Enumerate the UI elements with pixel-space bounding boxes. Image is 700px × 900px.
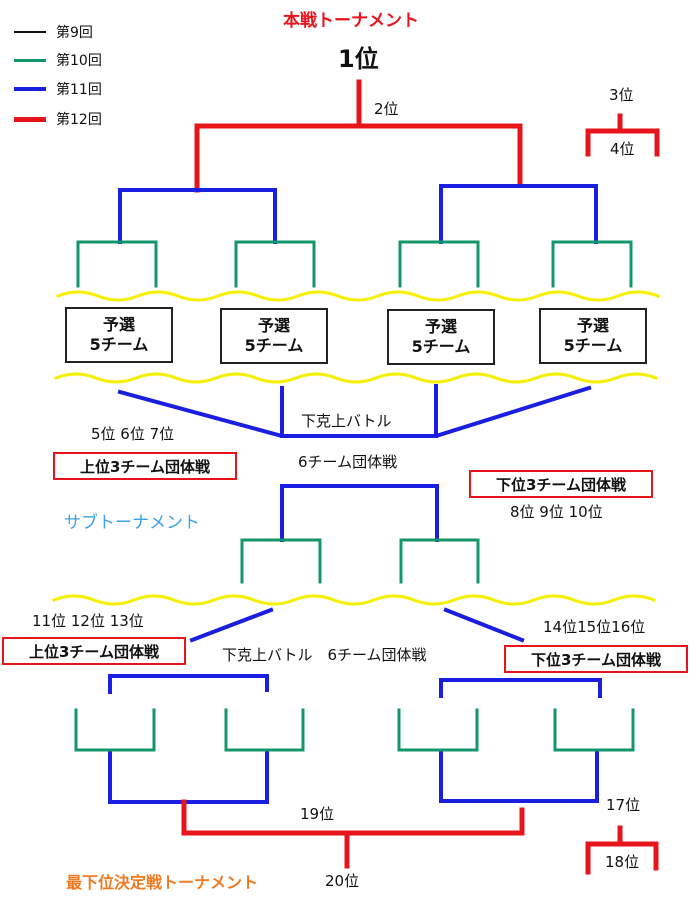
bottom-17th-red xyxy=(585,825,659,875)
eighteenth-place-label: 18位 xyxy=(605,853,640,871)
wave-separator-2 xyxy=(54,372,658,384)
legend-label: 第10回 xyxy=(56,53,102,69)
bottom-green-2 xyxy=(224,708,305,752)
lower-three-team-box: 下位3チーム団体戦 xyxy=(469,470,653,498)
seventeenth-place-label: 17位 xyxy=(606,796,641,814)
legend-swatch-blue xyxy=(14,87,46,91)
legend-item-round10: 第10回 xyxy=(14,50,102,70)
main-tournament-title: 本戦トーナメント xyxy=(283,11,419,31)
sub-quarter-left-green xyxy=(240,538,322,584)
main-quarter-3-green xyxy=(398,240,480,288)
qualifier-teams: 5チーム xyxy=(89,335,149,354)
bottom-diag-right-blue xyxy=(443,607,525,643)
ranks-8-10-label: 8位 9位 10位 xyxy=(510,503,603,521)
sub-quarter-right-green xyxy=(399,538,480,584)
bottom-upper-three-team-box: 上位3チーム団体戦 xyxy=(2,637,186,665)
legend-swatch-black xyxy=(14,31,46,33)
qualifier-box: 予選 5チーム xyxy=(220,308,328,364)
qualifier-teams: 5チーム xyxy=(244,336,304,355)
qualifier-box: 予選 5チーム xyxy=(539,308,647,364)
legend-label: 第12回 xyxy=(56,112,102,128)
ranks-5-7-label: 5位 6位 7位 xyxy=(91,425,175,443)
legend-swatch-green xyxy=(14,58,46,62)
bottom-final-red xyxy=(181,799,525,869)
bottom-green-1 xyxy=(74,708,156,752)
main-final-red xyxy=(194,79,523,193)
third-place-red xyxy=(585,113,660,157)
wave-separator-3 xyxy=(52,594,656,606)
qualifier-label: 予選 xyxy=(576,316,609,335)
legend-label: 第9回 xyxy=(56,25,93,41)
second-place-label: 2位 xyxy=(374,100,399,118)
main-quarter-1-green xyxy=(76,240,158,288)
legend-label: 第11回 xyxy=(56,82,102,98)
bottom-tournament-title: 最下位決定戦トーナメント xyxy=(66,873,259,892)
six-team-label: 6チーム団体戦 xyxy=(298,453,398,471)
legend-swatch-red xyxy=(14,116,46,122)
bottom-diag-left-blue xyxy=(189,607,274,643)
qualifier-label: 予選 xyxy=(257,316,290,335)
qualifier-label: 予選 xyxy=(424,317,457,336)
main-quarter-2-green xyxy=(234,240,316,288)
wave-separator-1 xyxy=(56,290,660,302)
ranks-11-13-label: 11位 12位 13位 xyxy=(32,612,144,630)
bottom-lower-three-team-box: 下位3チーム団体戦 xyxy=(504,645,688,673)
legend-item-round12: 第12回 xyxy=(14,109,102,129)
upper-three-team-box: 上位3チーム団体戦 xyxy=(53,452,237,480)
qualifier-teams: 5チーム xyxy=(411,337,471,356)
qualifier-label: 予選 xyxy=(102,315,135,334)
legend-item-round11: 第11回 xyxy=(14,79,102,99)
bottom-green-3 xyxy=(397,708,479,752)
bottom-top-right-blue xyxy=(439,678,602,698)
fourth-place-label: 4位 xyxy=(610,140,635,158)
bottom-top-left-blue xyxy=(108,674,269,694)
twentieth-place-label: 20位 xyxy=(325,872,360,890)
ranks-14-16-label: 14位15位16位 xyxy=(543,618,646,636)
qualifier-box: 予選 5チーム xyxy=(65,307,173,363)
main-semi-right-blue xyxy=(439,184,598,244)
qualifier-box: 予選 5チーム xyxy=(387,309,495,365)
bottom-low-left-blue xyxy=(108,750,269,804)
nineteenth-place-label: 19位 xyxy=(300,805,335,823)
sub-tournament-title: サブトーナメント xyxy=(64,513,200,533)
qualifier-teams: 5チーム xyxy=(563,336,623,355)
first-place-label: 1位 xyxy=(338,45,379,73)
sub-funnel-blue xyxy=(117,384,592,438)
bottom-battle-label: 下克上バトル 6チーム団体戦 xyxy=(222,646,427,664)
main-quarter-4-green xyxy=(551,240,633,288)
bottom-green-4 xyxy=(553,708,635,752)
legend-item-round9: 第9回 xyxy=(14,22,93,42)
sub-semi-blue xyxy=(280,484,439,542)
gekokujo-battle-label: 下克上バトル xyxy=(301,412,392,430)
main-semi-left-blue xyxy=(118,188,277,244)
bottom-low-right-blue xyxy=(439,750,599,803)
third-place-label: 3位 xyxy=(609,86,634,104)
